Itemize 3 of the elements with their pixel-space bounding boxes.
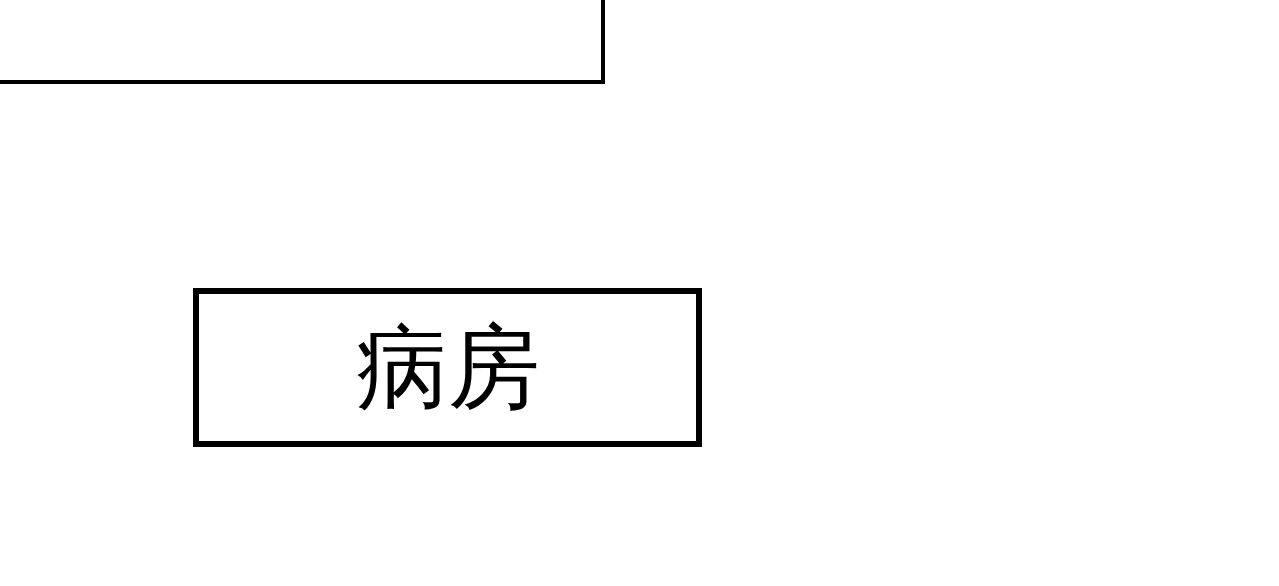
box bbox=[0, 0, 605, 84]
label-box bbox=[193, 288, 702, 447]
box-label: 病房 bbox=[355, 321, 540, 414]
